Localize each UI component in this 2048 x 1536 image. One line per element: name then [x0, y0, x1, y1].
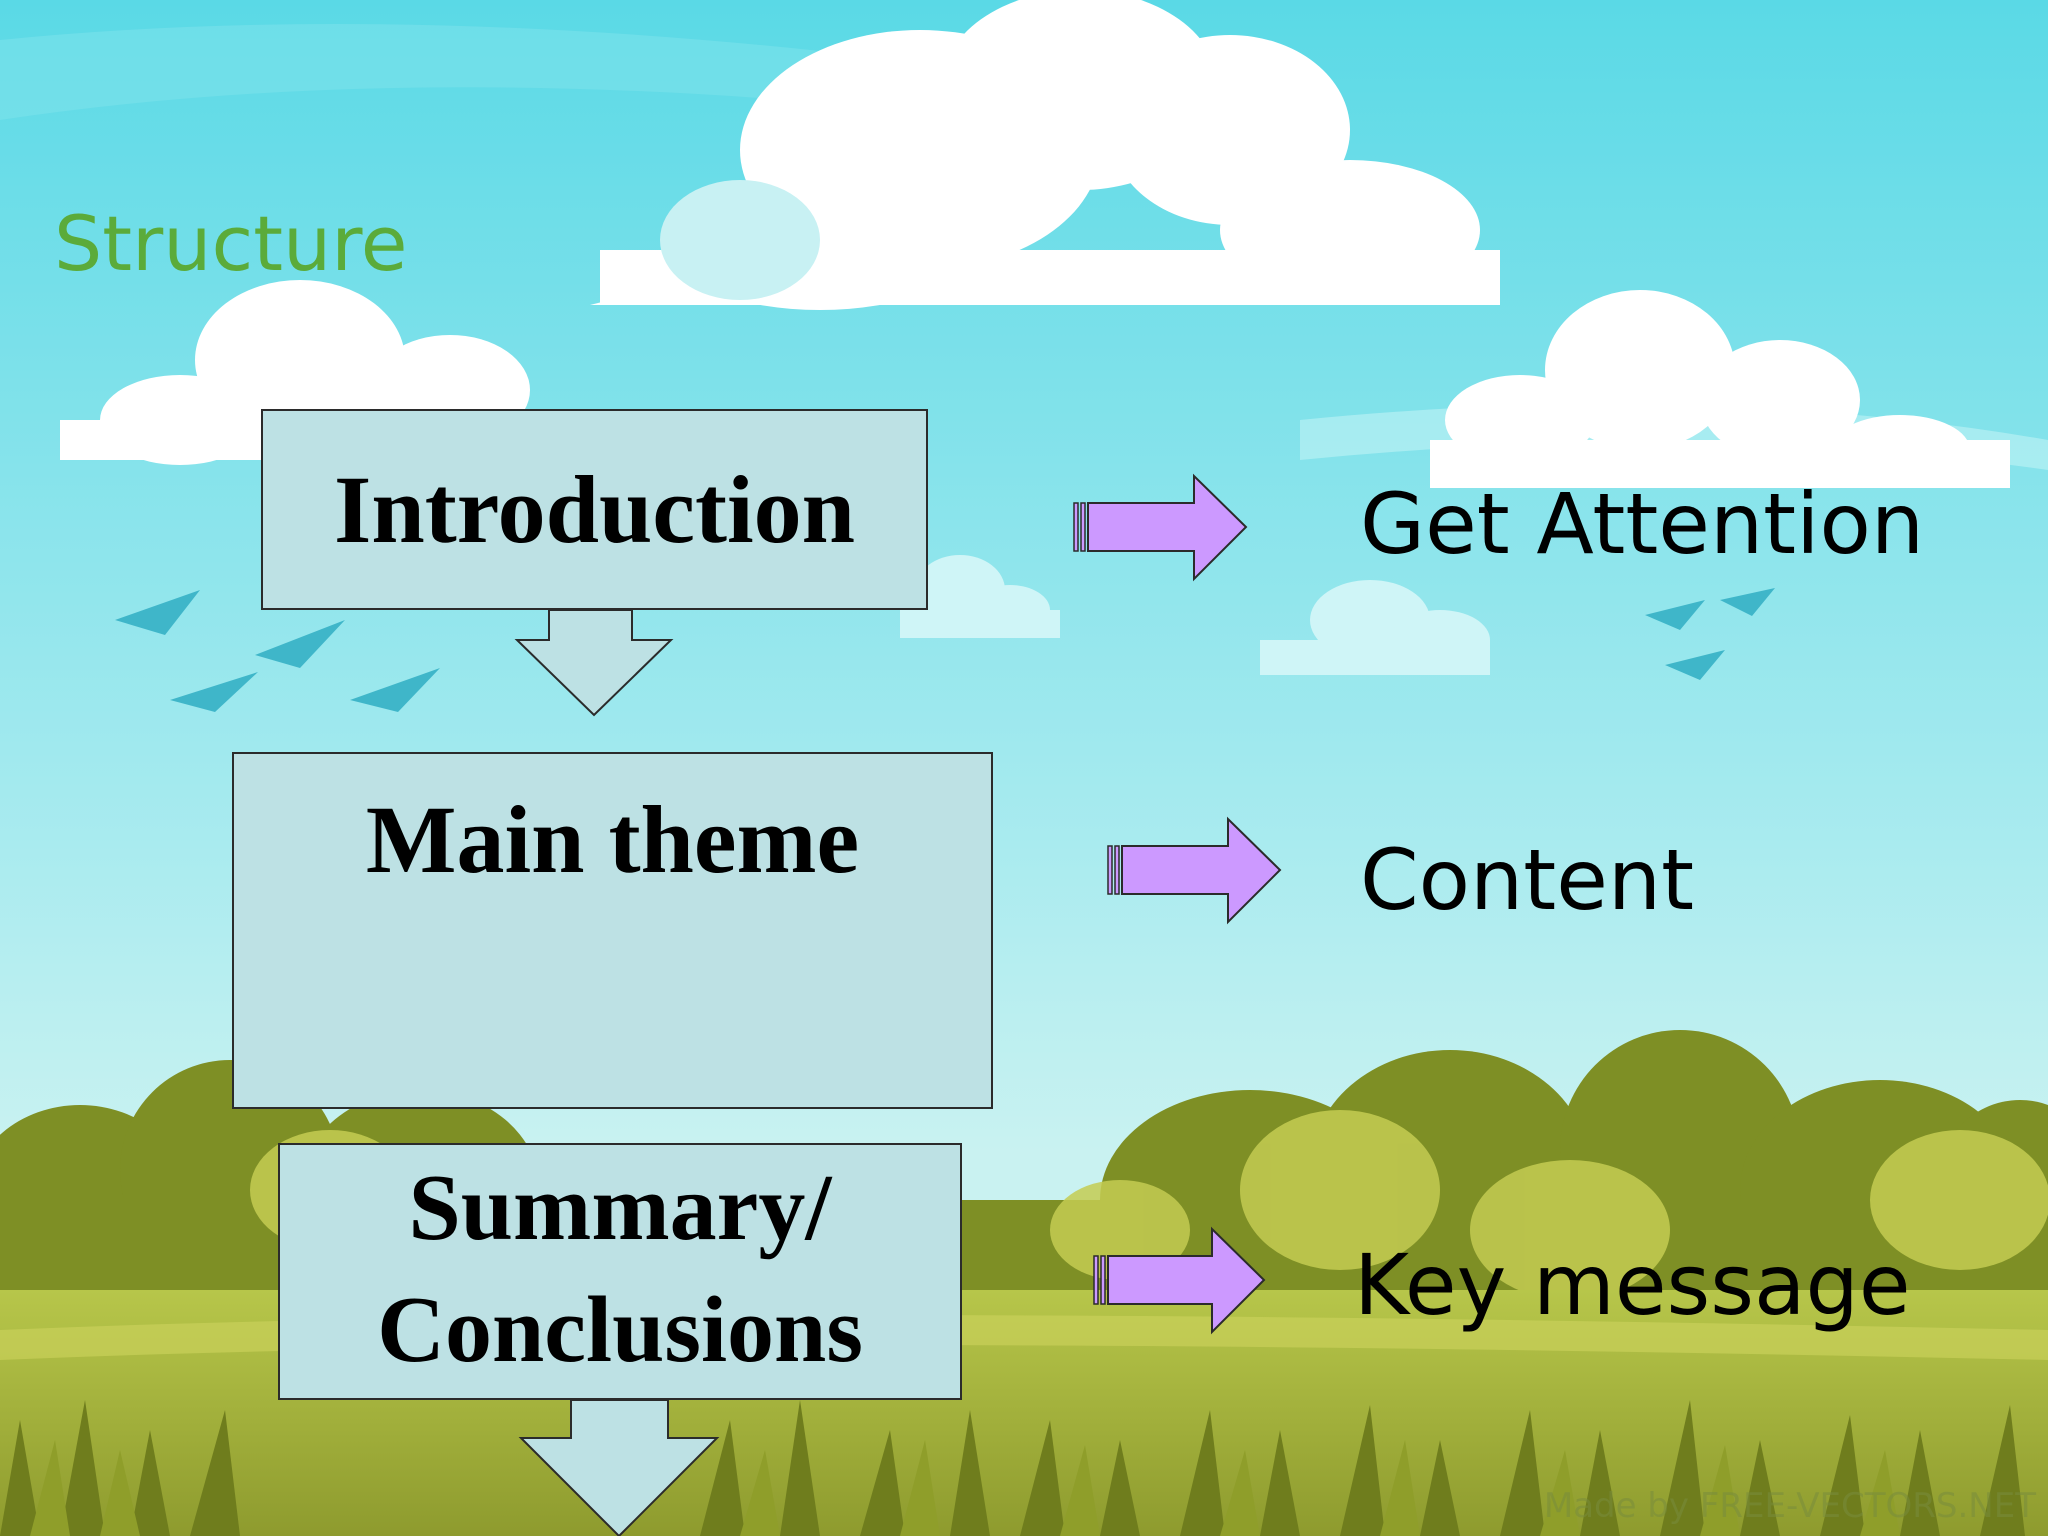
flow-box-label: Main theme	[365, 786, 860, 893]
flow-box-label: Summary/ Conclusions	[377, 1156, 863, 1382]
flow-box-main-theme: Main theme	[232, 752, 993, 1109]
down-arrow-icon	[518, 1399, 720, 1536]
step-label-key-message: Key message	[1354, 1236, 1911, 1334]
step-label-content: Content	[1360, 831, 1695, 929]
cloud	[1430, 290, 2010, 488]
down-arrow-icon	[514, 609, 674, 717]
slide-title: Structure	[54, 199, 408, 288]
right-arrow-icon	[1073, 473, 1248, 582]
flow-box-introduction: Introduction	[261, 409, 928, 610]
watermark: Made by FREE-VECTORS.NET	[1543, 1486, 2036, 1526]
step-label-get-attention: Get Attention	[1360, 475, 1925, 573]
flow-box-label: Introduction	[333, 456, 855, 563]
flow-box-summary: Summary/ Conclusions	[278, 1143, 962, 1400]
right-arrow-icon	[1093, 1226, 1266, 1335]
right-arrow-icon	[1107, 816, 1282, 925]
